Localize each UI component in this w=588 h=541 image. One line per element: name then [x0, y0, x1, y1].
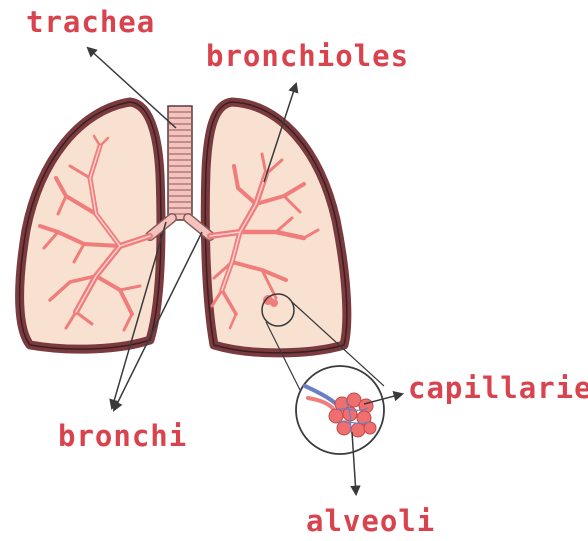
trachea-label: trachea	[26, 8, 155, 37]
capillaries-label: capillaries	[408, 374, 588, 403]
bronchioles-label: bronchioles	[206, 42, 409, 71]
alveoli-label: alveoli	[306, 507, 435, 536]
right-lung	[205, 102, 347, 353]
bronchi-label: bronchi	[58, 422, 187, 451]
alveoli-zoom	[296, 366, 384, 454]
